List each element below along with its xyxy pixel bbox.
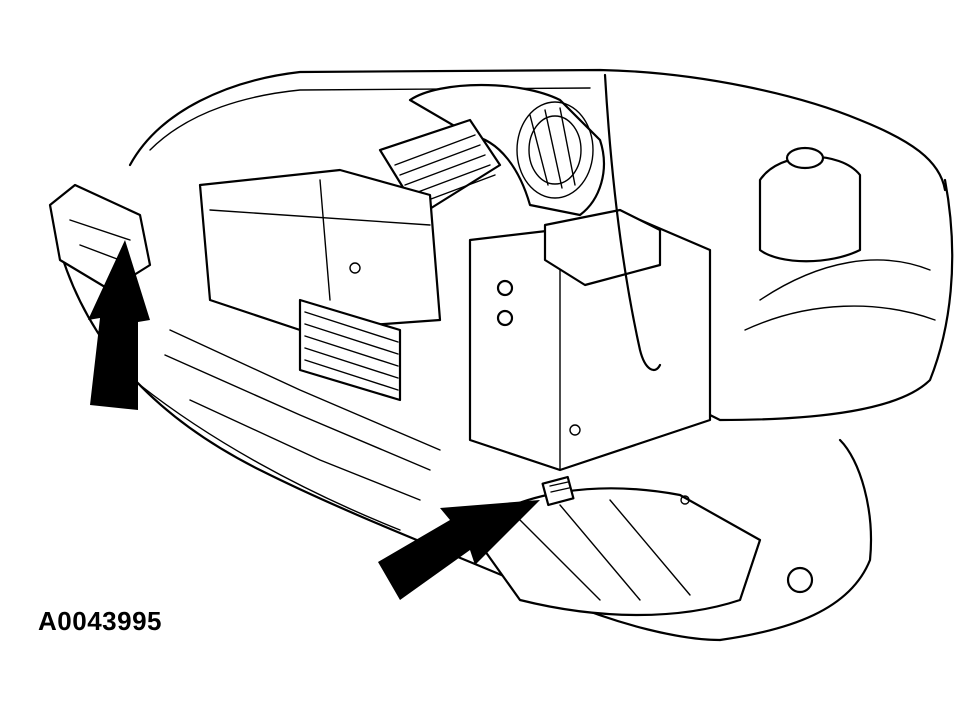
coolant-reservoir [758,146,862,263]
engine-cowl [198,168,442,332]
cooler-fins [298,298,402,402]
hood-outline [128,68,947,192]
battery-box [468,208,712,472]
grille-slats [164,329,441,501]
right-fender [698,178,954,422]
figure-id-label: A0043995 [38,606,162,636]
electrical-connector [541,475,575,507]
air-intake-tube [408,83,605,217]
dipstick [603,73,662,372]
callout-arrow-right [378,500,540,600]
right-lower-bracket [468,487,814,617]
front-bumper [58,248,873,642]
callout-arrow-left [88,240,150,410]
